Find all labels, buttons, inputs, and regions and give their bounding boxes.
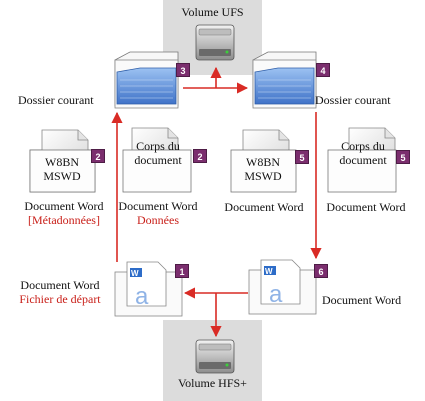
volume-ufs-label: Volume UFS xyxy=(181,5,244,19)
doc-caption: Document Word xyxy=(224,200,304,214)
document-page-icon: W8BN MSWD xyxy=(230,129,297,193)
flow-arrows xyxy=(111,66,322,338)
svg-text:W: W xyxy=(265,267,273,276)
doc-caption: Document Word xyxy=(24,199,104,213)
doc-caption-sub: Fichier de départ xyxy=(19,292,101,306)
hard-drive-icon xyxy=(195,339,235,374)
step-badge: 4 xyxy=(316,63,330,77)
svg-text:W: W xyxy=(131,269,139,278)
step-badge: 1 xyxy=(175,264,189,278)
step-badge: 5 xyxy=(295,150,309,164)
doc-label-line2: document xyxy=(134,153,182,167)
document-page-icon: Corps du document xyxy=(122,127,192,193)
volume-hfs-label: Volume HFS+ xyxy=(178,376,247,390)
doc-label-line2: MSWD xyxy=(244,169,282,183)
doc-caption: Document Word xyxy=(322,293,402,307)
doc-label-line1: Corps du xyxy=(136,139,180,153)
folder-icon xyxy=(114,51,179,109)
step-badge: 6 xyxy=(314,264,328,278)
folder-label: Dossier courant xyxy=(18,93,94,107)
doc-caption-sub: [Métadonnées] xyxy=(28,213,100,227)
doc-label-line2: document xyxy=(339,153,387,167)
folder-label: Dossier courant xyxy=(315,93,391,107)
doc-label-line2: MSWD xyxy=(43,169,81,183)
document-page-icon: Corps du document xyxy=(327,127,397,193)
step-badge: 3 xyxy=(176,63,190,77)
doc-label-line1: W8BN xyxy=(45,155,79,169)
document-page-icon: W8BN MSWD xyxy=(29,129,96,193)
doc-label-line1: Corps du xyxy=(341,139,385,153)
svg-text:a: a xyxy=(135,283,149,310)
word-document-icon: W a xyxy=(248,259,317,315)
step-badge: 2 xyxy=(91,149,105,163)
svg-text:a: a xyxy=(269,281,283,308)
doc-caption: Document Word xyxy=(326,200,406,214)
step-badge: 5 xyxy=(396,150,410,164)
doc-caption: Document Word xyxy=(118,199,198,213)
hard-drive-icon xyxy=(195,24,235,61)
folder-icon xyxy=(252,51,317,109)
step-badge: 2 xyxy=(193,149,207,163)
word-document-icon: W a xyxy=(114,261,183,317)
doc-caption: Document Word xyxy=(20,278,100,292)
doc-label-line1: W8BN xyxy=(246,155,280,169)
doc-caption-sub: Données xyxy=(137,213,179,227)
